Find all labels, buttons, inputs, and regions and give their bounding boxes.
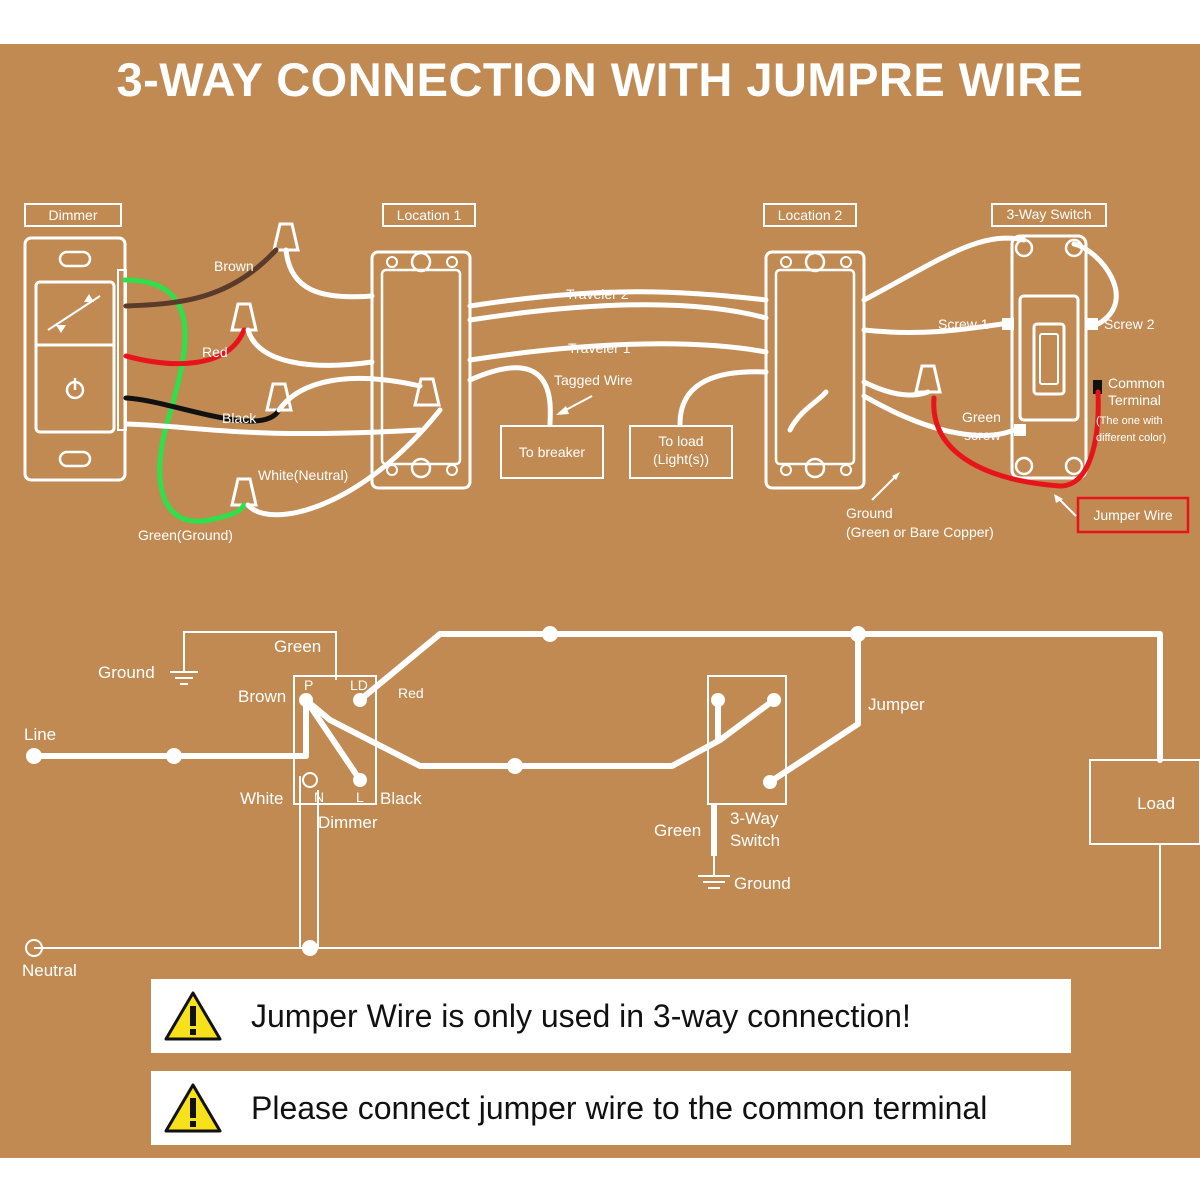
wire-nut-location2 <box>914 364 942 394</box>
slider-icon <box>47 294 101 333</box>
black-label: Black <box>222 410 257 426</box>
schematic-green-label: Green <box>274 637 321 656</box>
three-way-switch-header: 3-Way Switch <box>991 203 1107 227</box>
location2-box <box>764 250 866 490</box>
warning-icon <box>164 1083 222 1133</box>
schematic-jumper-label: Jumper <box>868 695 925 714</box>
black-wire <box>123 395 282 424</box>
to-load-sub-label: (Light(s)) <box>653 451 709 467</box>
common-note-sub-label: different color) <box>1096 432 1166 444</box>
red-wire <box>123 327 247 367</box>
line-node <box>26 748 42 764</box>
common-terminal-sub-label: Terminal <box>1108 392 1161 408</box>
warning-common-terminal: Please connect jumper wire to the common… <box>151 1071 1071 1145</box>
wire-nut-location1 <box>413 377 441 407</box>
green-ground-label: Green(Ground) <box>138 527 233 543</box>
ground-sub-label: (Green or Bare Copper) <box>846 524 994 540</box>
line-junction <box>166 748 182 764</box>
tagged-wire-arrow <box>556 395 593 415</box>
power-icon <box>65 378 85 400</box>
to-breaker-label: To breaker <box>519 444 585 460</box>
terminal-p-label: P <box>304 677 313 693</box>
schematic-brown-label: Brown <box>238 687 286 706</box>
to-load-label: To load <box>658 433 703 449</box>
schematic-black-label: Black <box>380 789 422 808</box>
ground-arrow <box>871 472 900 501</box>
dimmer-header-label: Dimmer <box>49 207 98 223</box>
schematic-switch-label: Switch <box>730 831 780 850</box>
diagram-panel <box>0 44 1200 1158</box>
neutral-junction <box>302 940 318 956</box>
white-wires <box>123 235 1119 518</box>
location1-box <box>370 250 472 490</box>
terminal-ld-label: LD <box>350 677 368 693</box>
jumper-wire <box>931 389 1101 489</box>
green-screw-sub-label: screw <box>964 427 1001 443</box>
traveler2-label: Traveler 2 <box>566 286 629 302</box>
ground-symbol-left <box>170 671 198 685</box>
location2-header-label: Location 2 <box>778 207 843 223</box>
location1-header: Location 1 <box>382 203 476 227</box>
terminal-n-label: N <box>314 789 324 805</box>
location2-header: Location 2 <box>763 203 857 227</box>
screw1-label: Screw 1 <box>938 316 989 332</box>
tagged-wire-label: Tagged Wire <box>554 372 633 388</box>
wire-nut-black <box>265 382 293 412</box>
warning-common-terminal-text: Please connect jumper wire to the common… <box>251 1089 988 1126</box>
brown-wire <box>123 247 279 309</box>
screw2-label: Screw 2 <box>1104 316 1155 332</box>
schematic-line-label: Line <box>24 725 56 744</box>
three-way-schematic-box <box>707 675 787 805</box>
wire-nut-red <box>230 302 258 332</box>
red-label: Red <box>202 344 228 360</box>
jumper-arrow <box>1054 494 1077 517</box>
schematic-switch-green-label: Green <box>654 821 701 840</box>
load-box <box>1089 759 1200 845</box>
schematic-dimmer-label: Dimmer <box>318 813 378 832</box>
three-way-switch-device <box>1002 234 1102 480</box>
ground-label: Ground <box>846 505 893 521</box>
jumper-wire-callout-label: Jumper Wire <box>1093 507 1173 523</box>
common-terminal-label: Common <box>1108 375 1165 391</box>
schematic-red-label: Red <box>398 685 424 701</box>
dimmer-device <box>23 236 127 482</box>
green-screw-label: Green <box>962 409 1001 425</box>
ground-symbol-switch <box>698 875 730 889</box>
common-note-label: (The one with <box>1096 415 1163 427</box>
dimmer-schematic-box <box>293 675 377 805</box>
neutral-node <box>25 939 43 957</box>
schematic-neutral-label: Neutral <box>22 961 77 980</box>
to-breaker-box: To breaker <box>500 425 604 479</box>
wire-nut-white <box>230 477 258 507</box>
wire-nut-brown <box>272 222 300 252</box>
page-title: 3-WAY CONNECTION WITH JUMPRE WIRE <box>116 53 1084 106</box>
three-way-switch-header-label: 3-Way Switch <box>1006 206 1091 222</box>
to-load-box: To load (Light(s)) <box>629 425 733 479</box>
warning-jumper-usage: Jumper Wire is only used in 3-way connec… <box>151 979 1071 1053</box>
warning-jumper-usage-text: Jumper Wire is only used in 3-way connec… <box>251 997 911 1034</box>
green-ground-wire <box>122 277 247 524</box>
jumper-wire-callout: Jumper Wire <box>1076 496 1190 534</box>
location1-header-label: Location 1 <box>397 207 462 223</box>
brown-label: Brown <box>214 258 254 274</box>
terminal-l-label: L <box>356 789 364 805</box>
schematic-white-label: White <box>240 789 283 808</box>
dimmer-header: Dimmer <box>24 203 122 227</box>
schematic-three-way-label: 3-Way <box>730 809 779 828</box>
schematic-switch-ground-label: Ground <box>734 874 791 893</box>
schematic <box>25 626 1200 957</box>
white-neutral-label: White(Neutral) <box>258 467 348 483</box>
schematic-ground-label: Ground <box>98 663 155 682</box>
schematic-load-label: Load <box>1137 794 1175 813</box>
warning-icon <box>164 991 222 1041</box>
traveler1-label: Traveler 1 <box>568 340 631 356</box>
